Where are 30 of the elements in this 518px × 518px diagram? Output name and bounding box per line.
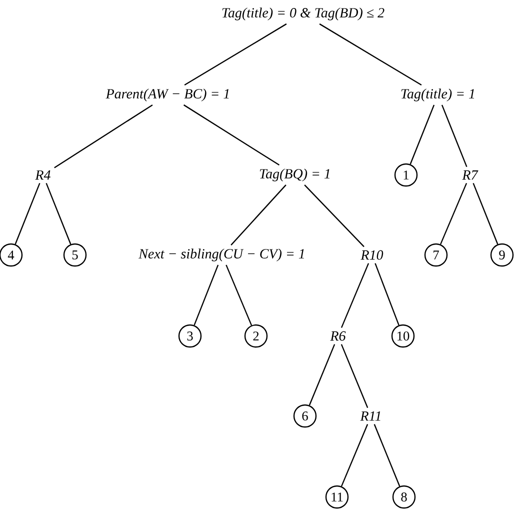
- tree-edge: [374, 263, 400, 326]
- tree-edge: [194, 264, 219, 326]
- tree-edge: [340, 424, 368, 487]
- tree-edge: [441, 104, 468, 168]
- tree-edge: [319, 23, 422, 86]
- node-label: Parent(AW − BC) = 1: [106, 88, 229, 102]
- node-label: Tag(title) = 0 & Tag(BD) ≤ 2: [222, 8, 384, 20]
- node-label: R7: [462, 170, 478, 180]
- tree-edge: [183, 104, 280, 166]
- tree-edge: [46, 182, 72, 244]
- tree-edge: [308, 344, 336, 406]
- tree-edge: [230, 184, 286, 246]
- node-label: R4: [35, 170, 50, 180]
- node-label: R10: [360, 250, 384, 260]
- tree-edge: [54, 104, 153, 168]
- node-label: R6: [330, 331, 346, 341]
- node-label: Tag(BQ) = 1: [260, 168, 330, 182]
- tree-edge: [374, 424, 400, 486]
- node-label: R11: [360, 411, 380, 421]
- tree-edge: [440, 182, 468, 245]
- tree-edge: [226, 264, 252, 326]
- tree-edge: [14, 182, 40, 244]
- tree-edge: [340, 344, 368, 408]
- node-label: Tag(title) = 1: [401, 88, 474, 102]
- tree-edge: [340, 263, 370, 328]
- node-label: Next − sibling(CU − CV) = 1: [138, 248, 304, 262]
- tree-edge: [472, 182, 498, 244]
- tree-edge: [184, 23, 287, 86]
- tree-edge: [410, 104, 435, 164]
- tree-edge: [304, 184, 364, 248]
